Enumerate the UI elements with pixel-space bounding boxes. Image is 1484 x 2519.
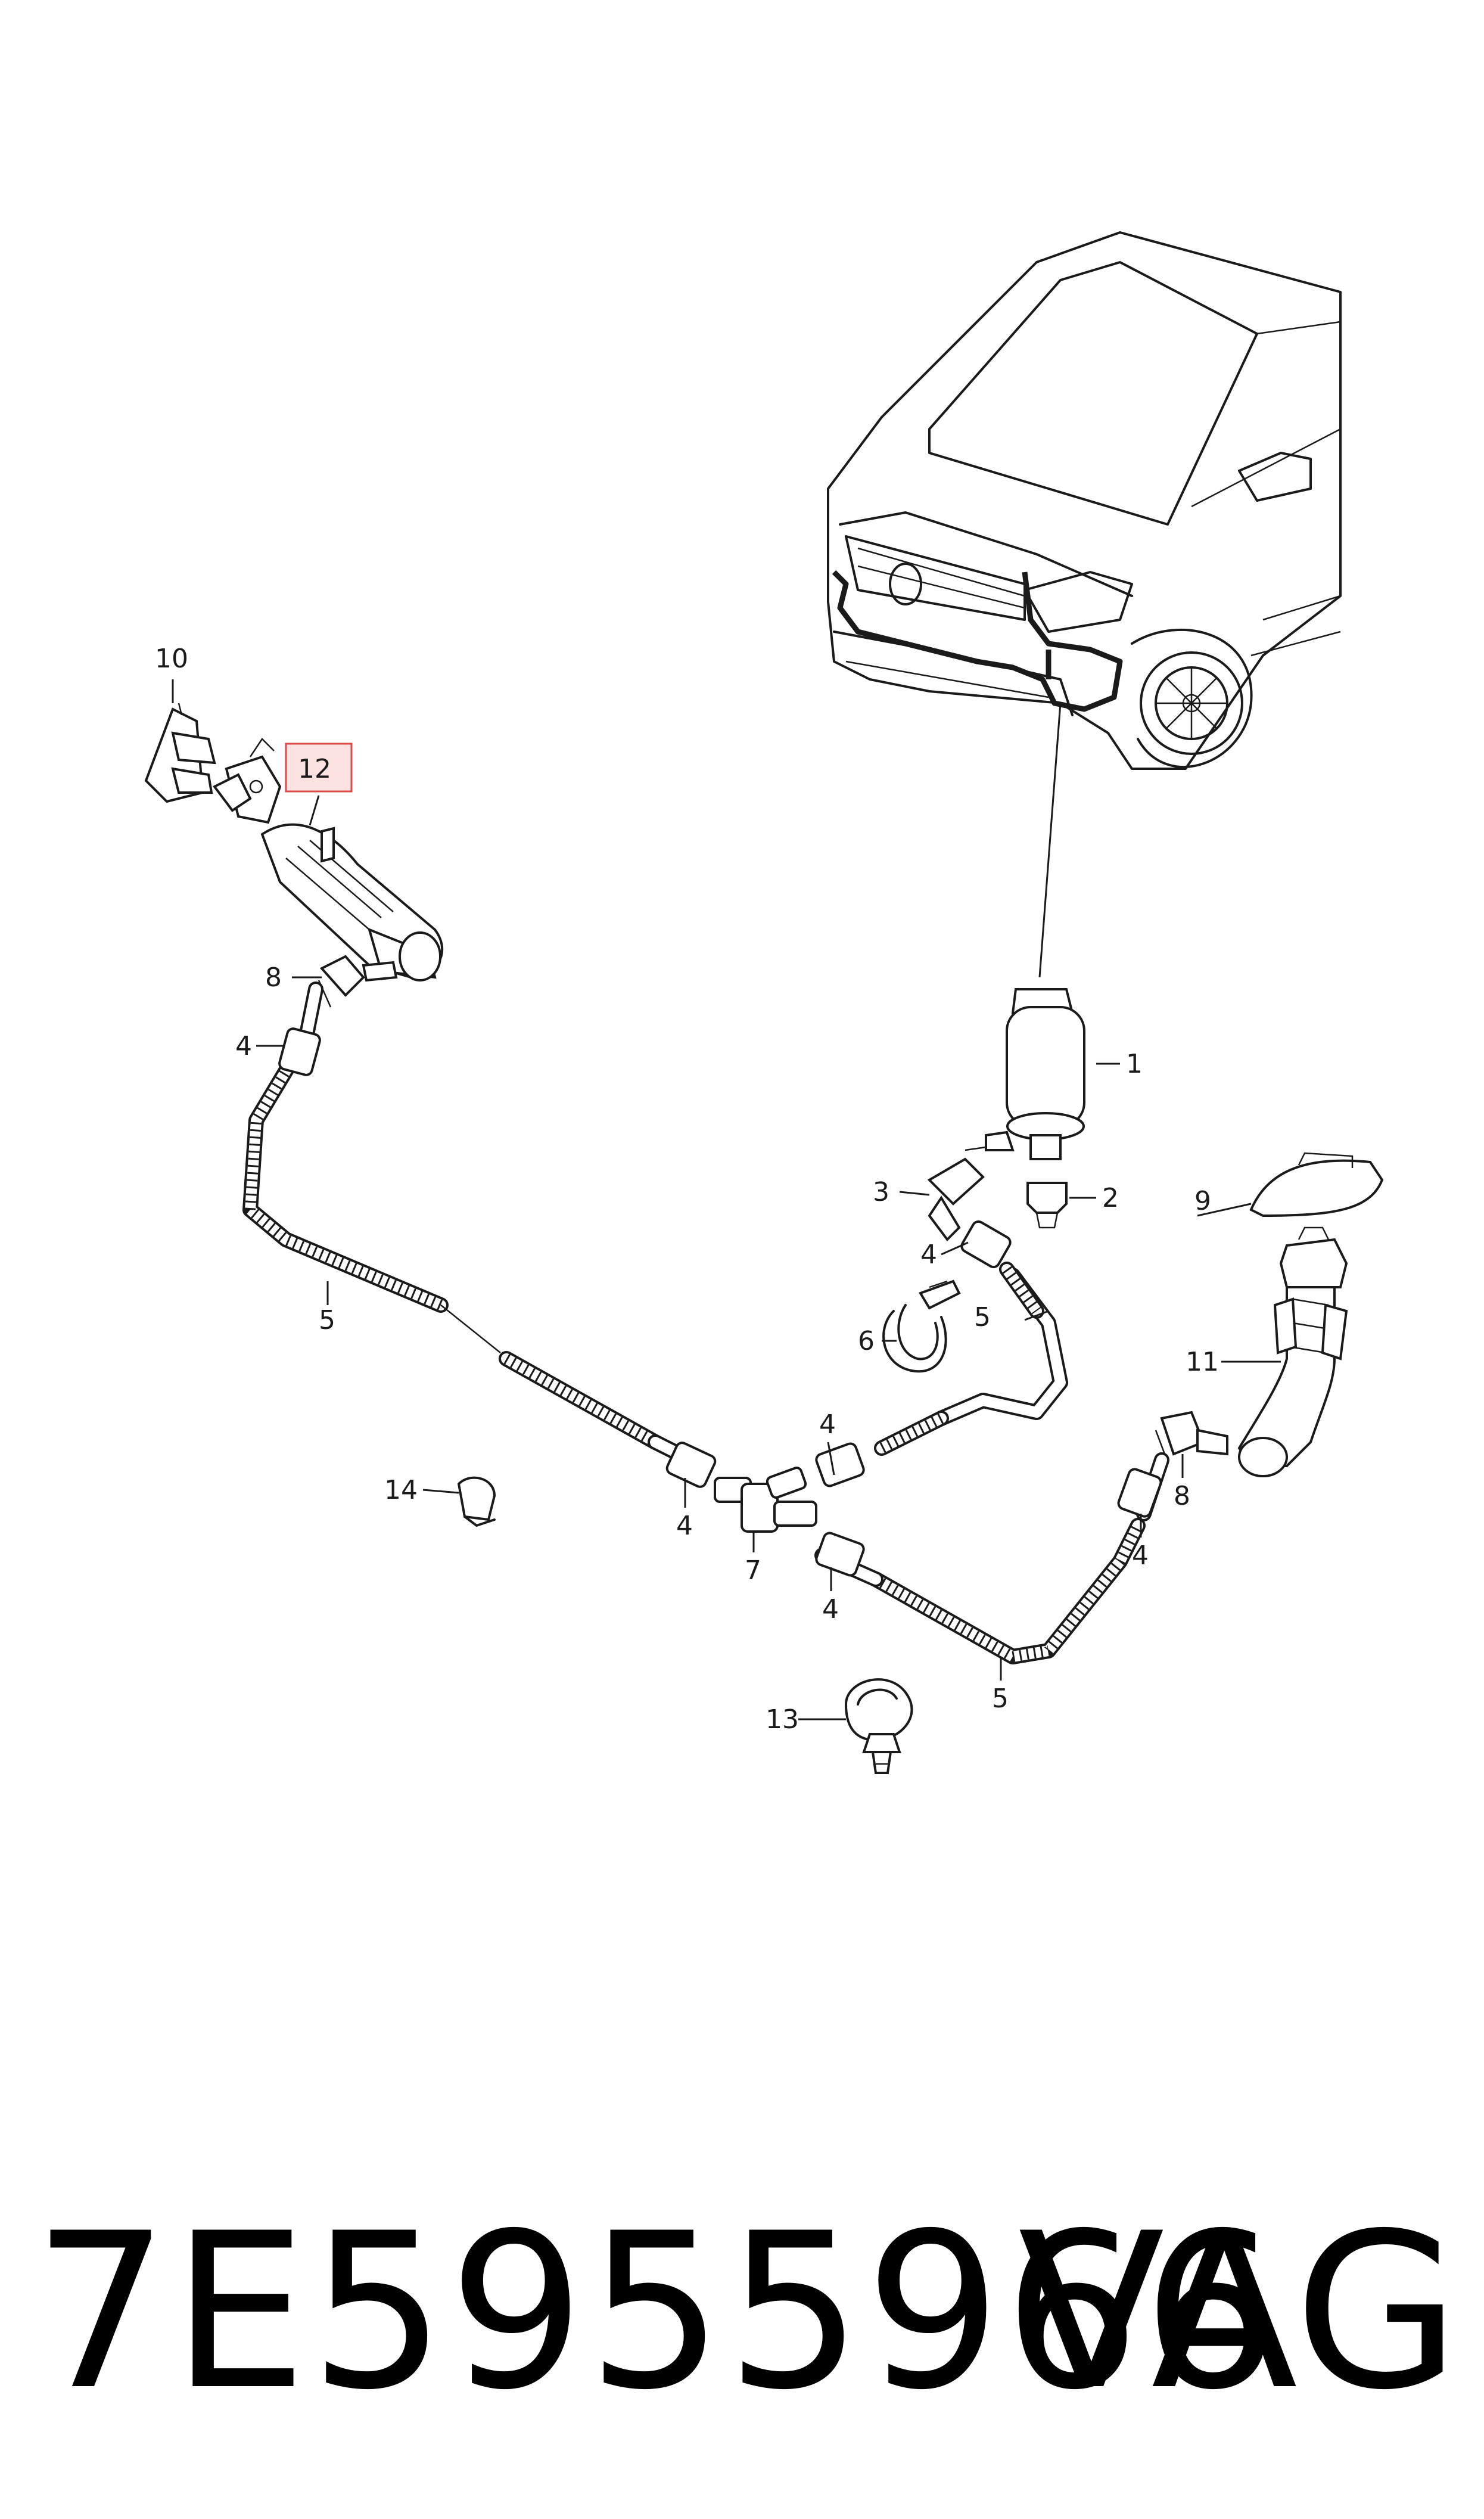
right-nozzle [1237,1226,1348,1477]
callout-4-mid-top: 4 [819,1409,836,1440]
callout-4-pump: 4 [920,1240,937,1270]
callout-11: 11 [1186,1347,1219,1377]
parts-diagram: 1 2 3 4 4 4 4 4 4 5 5 5 6 7 8 8 9 10 11 … [144,231,1384,1774]
left-nozzle [212,738,444,981]
callout-12-highlight [285,743,353,793]
clip-14 [457,1476,496,1527]
callout-8-left: 8 [265,962,282,993]
brand-name: VAG [1018,2187,1460,2437]
right-elbow [1155,1411,1228,1456]
pump-link-line [1038,703,1062,978]
t-piece [714,1467,817,1533]
callout-3: 3 [873,1177,889,1207]
washer-pump [985,988,1085,1229]
holder-13 [844,1678,913,1774]
callout-6: 6 [858,1326,875,1356]
callout-9: 9 [1194,1186,1211,1216]
left-elbow [318,955,398,1008]
callout-13: 13 [766,1704,799,1735]
callout-5-right: 5 [992,1684,1009,1714]
callout-5-middle: 5 [974,1302,991,1333]
callout-12: 12 [298,754,331,784]
left-cap [144,703,216,803]
leader-lines [172,679,1281,1720]
part-number: 7E5955966 [33,2187,1281,2437]
cable-tie [882,1279,961,1373]
callout-8-right: 8 [1174,1481,1190,1511]
callout-labels: 1 2 3 4 4 4 4 4 4 5 5 5 6 7 8 8 9 10 11 … [155,644,1219,1735]
callout-10: 10 [155,644,188,674]
callout-14: 14 [384,1475,418,1505]
callout-1: 1 [1126,1049,1143,1079]
right-cap [1249,1152,1384,1217]
vehicle-illustration [827,231,1342,770]
connector-elbow [927,1146,987,1242]
callout-7: 7 [745,1555,761,1586]
callout-4-upper-left: 4 [235,1031,252,1061]
callout-5-left: 5 [319,1305,335,1335]
callout-4-mid-left: 4 [676,1511,693,1541]
sleeves [278,1027,1162,1577]
callout-2: 2 [1102,1183,1119,1213]
footer: 7E5955966 VAG [0,2157,1484,2467]
callout-4-right: 4 [1132,1540,1149,1571]
callout-4-mid-bottom: 4 [822,1594,839,1625]
